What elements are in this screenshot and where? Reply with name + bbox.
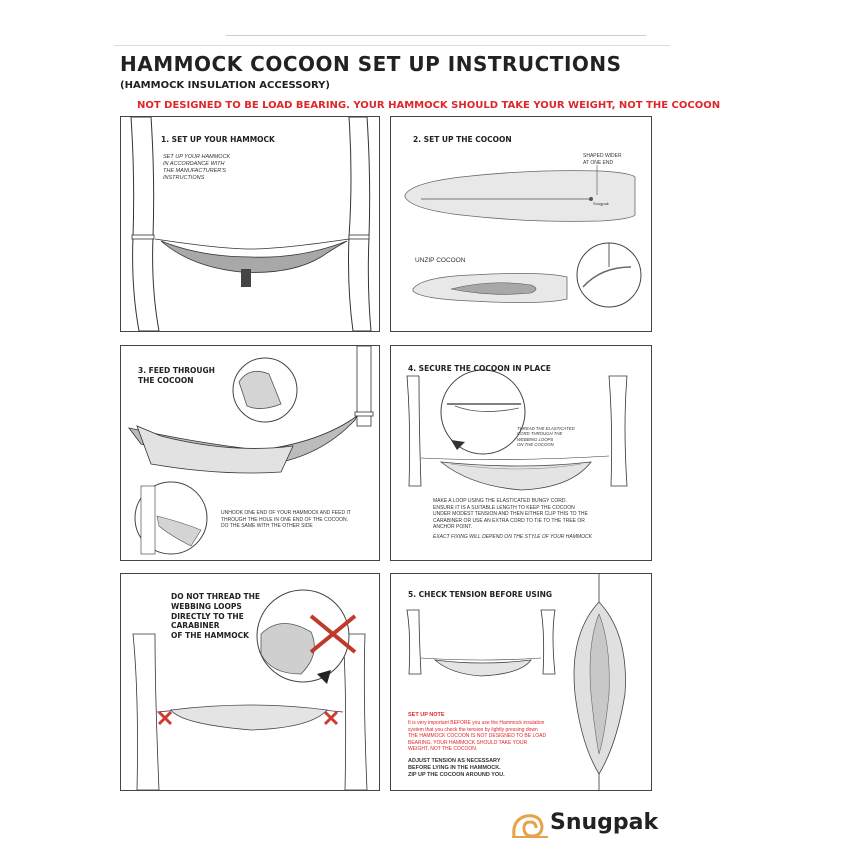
step5-panel: 5. CHECK TENSION BEFORE USING SET UP NOT…: [390, 573, 652, 791]
step3-panel: 3. FEED THROUGH THE COCOON UNHOOK ONE EN…: [120, 345, 380, 561]
step5-warning-text: DO NOT THREAD THE WEBBING LOOPS DIRECTLY…: [171, 592, 261, 640]
snugpak-logo: Snugpak: [510, 808, 660, 840]
step3-illustration: [128, 346, 374, 555]
setup-note-title: SET UP NOTE: [408, 712, 445, 718]
brand-name: Snugpak: [550, 810, 659, 835]
snail-logo-icon: [512, 814, 548, 838]
top-rule-2: [114, 45, 670, 46]
step2-shaped-note: SHAPED WIDER AT ONE END: [583, 153, 622, 166]
step3-title: 3. FEED THROUGH THE COCOON: [138, 366, 215, 385]
step2-title: 2. SET UP THE COCOON: [413, 135, 512, 144]
setup-note-text: It is very important BEFORE you use the …: [408, 720, 547, 752]
step1-text: SET UP YOUR HAMMOCK IN ACCORDANCE WITH T…: [163, 154, 231, 181]
step5-warning-illustration: [132, 589, 368, 790]
step5-title: 5. CHECK TENSION BEFORE USING: [408, 590, 553, 599]
step4-panel: 4. SECURE THE COCOON IN PLACE THREAD THE…: [390, 345, 652, 561]
red-cross-right: [323, 710, 339, 726]
step4-title: 4. SECURE THE COCOON IN PLACE: [408, 364, 551, 373]
step2-illustration: [404, 165, 642, 308]
step4-text: MAKE A LOOP USING THE ELASTICATED BUNGY …: [433, 498, 588, 530]
step1-panel: 1. SET UP YOUR HAMMOCK SET UP YOUR HAMMO…: [120, 116, 380, 332]
step4-thread-note: THREAD THE ELASTICATED CORD THROUGH THE …: [517, 426, 575, 448]
step5-warning-panel: DO NOT THREAD THE WEBBING LOOPS DIRECTLY…: [120, 573, 380, 791]
step2-brand-small: Snugpak: [593, 201, 609, 206]
step2-panel: 2. SET UP THE COCOON SHAPED WIDER AT ONE…: [390, 116, 652, 332]
top-rule: [226, 35, 646, 36]
step4-italic-note: EXACT FIXING WILL DEPEND ON THE STYLE OF…: [433, 534, 592, 540]
red-cross-big: [309, 614, 357, 654]
red-cross-left: [157, 710, 173, 726]
step5-illustration: [406, 574, 626, 790]
page-subtitle: (HAMMOCK INSULATION ACCESSORY): [120, 80, 330, 91]
step1-title: 1. SET UP YOUR HAMMOCK: [161, 135, 275, 144]
page-title: HAMMOCK COCOON SET UP INSTRUCTIONS: [120, 52, 622, 76]
load-warning: NOT DESIGNED TO BE LOAD BEARING. YOUR HA…: [137, 100, 721, 111]
step1-illustration: [130, 117, 372, 331]
step2-unzip-label: UNZIP COCOON: [415, 257, 466, 264]
adjust-tension-text: ADJUST TENSION AS NECESSARY BEFORE LYING…: [408, 758, 505, 779]
step3-text: UNHOOK ONE END OF YOUR HAMMOCK AND FEED …: [221, 510, 351, 529]
step4-illustration: [406, 369, 628, 491]
